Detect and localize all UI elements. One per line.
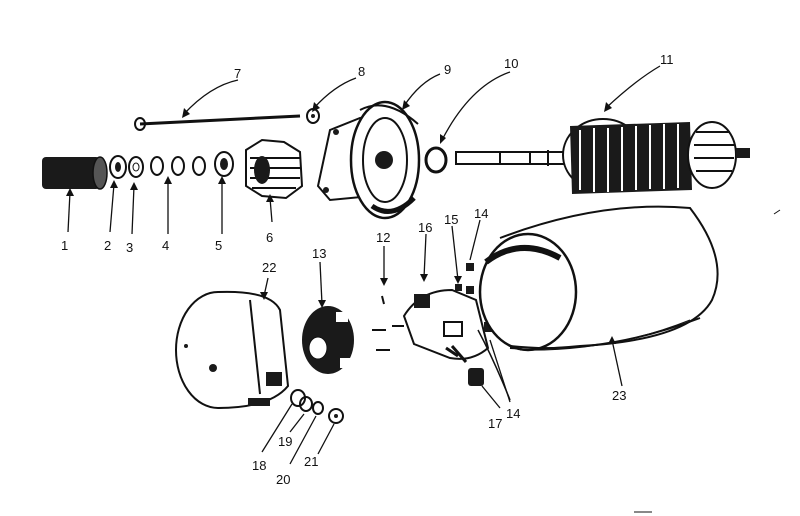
part-16-field-coils [402,288,511,401]
assembly-guide-dashes [372,295,404,351]
callout-14-upper: 14 [474,206,488,221]
callout-12: 12 [376,230,390,245]
callout-5: 5 [215,238,222,253]
callout-21: 21 [304,454,318,469]
part-9-drive-end-housing [316,100,421,220]
part-3-washer [128,156,144,178]
callout-4: 4 [162,238,169,253]
callout-22: 22 [262,260,276,275]
part-19-washer [299,396,313,412]
part-5-collar [214,151,234,177]
callout-10: 10 [504,56,518,71]
callout-15: 15 [444,212,458,227]
callout-numbers: 1 2 3 4 5 6 7 8 9 10 11 12 13 14 14 15 1… [61,52,674,487]
arrowheads [66,100,616,344]
callout-18: 18 [252,458,266,473]
callout-17: 17 [488,416,502,431]
part-23-frame-housing [478,205,719,352]
part-20-lockwasher [312,401,324,415]
part-22-end-cover [175,290,290,409]
part-11-armature [455,118,750,194]
corner-marks [634,209,781,513]
part-21-nut [328,408,344,424]
callout-3: 3 [126,240,133,255]
callout-2: 2 [104,238,111,253]
callout-9: 9 [444,62,451,77]
part-14-screw-bottom [484,322,492,332]
part-1-sleeve [42,156,108,190]
callout-1: 1 [61,238,68,253]
part-7-through-bolt [134,114,301,131]
callout-14-lower: 14 [506,406,520,421]
callout-11: 11 [660,52,674,67]
callout-20: 20 [276,472,290,487]
callout-13: 13 [312,246,326,261]
part-14-screw-top [466,263,474,294]
part-4-spring [150,156,206,176]
part-2-bushing [109,155,127,179]
part-6-pinion-gear [245,138,304,200]
part-17-terminal-stud [450,345,484,386]
callout-7: 7 [234,66,241,81]
leader-lines [67,65,661,465]
callout-8: 8 [358,64,365,79]
callout-6: 6 [266,230,273,245]
callout-16: 16 [418,220,432,235]
part-15-screw [455,284,462,291]
part-13-brush-holder [302,306,354,374]
callout-23: 23 [612,388,626,403]
part-10-thrust-washer [424,146,448,174]
callout-19: 19 [278,434,292,449]
